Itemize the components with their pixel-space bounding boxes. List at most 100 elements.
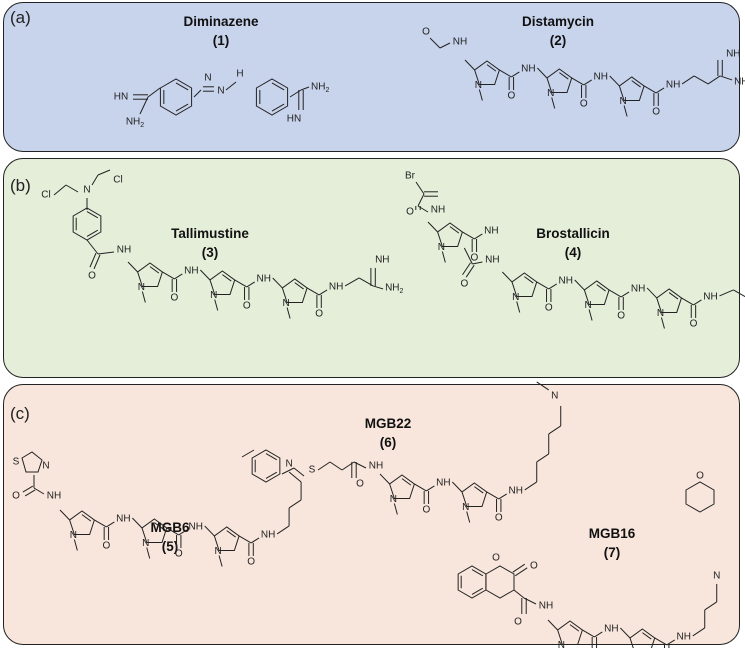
benzene-ring — [159, 78, 193, 116]
atom-label: HN — [287, 114, 301, 125]
compound-1-name: Diminazene — [183, 14, 259, 29]
bond — [524, 481, 538, 491]
bond — [719, 75, 733, 81]
bond — [471, 587, 484, 595]
atom-label: O — [422, 505, 430, 516]
bond — [306, 287, 320, 296]
atom-label: O — [652, 107, 660, 118]
atom-label: O — [12, 491, 20, 502]
bond — [294, 282, 304, 290]
bond — [193, 89, 202, 98]
bond — [106, 521, 115, 528]
bond — [643, 85, 657, 94]
bond — [559, 72, 569, 80]
atom-label: O — [247, 557, 255, 568]
bond — [465, 264, 475, 278]
bond — [547, 619, 558, 631]
pyrrole-ring — [618, 76, 645, 101]
benzene-ring — [255, 78, 289, 116]
bond — [329, 461, 343, 471]
atom-label: N — [210, 290, 217, 301]
bond — [250, 537, 260, 544]
bond — [372, 285, 384, 290]
bond — [582, 629, 595, 638]
bond — [569, 624, 580, 632]
atom-label: O — [530, 561, 538, 572]
bond — [218, 555, 223, 567]
bond — [91, 174, 99, 186]
bond — [86, 239, 99, 255]
compound-7-name: MGB16 — [588, 526, 636, 541]
bond — [353, 461, 367, 469]
bond — [537, 67, 548, 79]
bond — [225, 81, 237, 91]
bond — [288, 499, 302, 509]
bond — [293, 467, 305, 477]
bond — [523, 597, 537, 605]
pyrrole-ring — [474, 60, 500, 86]
atom-label: NH — [703, 292, 717, 303]
atom-label: NH — [666, 80, 680, 91]
bond — [214, 299, 219, 311]
bond — [89, 252, 97, 268]
bond — [246, 281, 255, 288]
atom-label: O — [102, 541, 110, 552]
atom-label: N — [285, 459, 292, 470]
compound-5-number: (5) — [161, 539, 179, 554]
bond — [499, 69, 512, 78]
compound-4-name: Brostallicin — [536, 226, 610, 241]
bond — [707, 75, 721, 85]
compound-2-name: Distamycin — [521, 14, 595, 29]
atom-label: NH — [117, 245, 131, 256]
bond — [693, 75, 709, 85]
bond — [24, 489, 36, 497]
atom-label: N — [142, 538, 149, 549]
bond — [178, 529, 187, 536]
atom-label: N — [475, 80, 482, 91]
bond — [162, 271, 175, 280]
pyrrole-ring — [69, 510, 95, 536]
bond — [175, 103, 189, 112]
bond — [73, 539, 78, 551]
atom-label: N — [282, 298, 289, 309]
bond — [86, 211, 99, 219]
bond — [588, 309, 593, 321]
bond — [93, 254, 101, 270]
bond — [149, 266, 160, 274]
compound-6-title: MGB22 (6) — [348, 414, 428, 452]
bond — [660, 317, 665, 329]
atom-label: O — [514, 617, 522, 628]
atom-label: NH2 — [126, 117, 144, 130]
bond — [596, 284, 606, 292]
atom-label: N — [558, 640, 565, 648]
bond — [474, 233, 483, 240]
atom-label: NH — [509, 486, 523, 497]
pyrrole-ring — [546, 68, 573, 93]
bond — [466, 511, 471, 523]
pyrrole-ring — [461, 482, 488, 507]
bond — [286, 307, 291, 319]
compound-6-name: MGB22 — [364, 416, 412, 431]
bond — [97, 169, 111, 176]
bond — [594, 631, 603, 638]
bond — [536, 453, 550, 463]
bond — [471, 569, 484, 577]
atom-label: NH — [726, 49, 740, 60]
atom-label: N — [438, 242, 445, 253]
pyrrole-ring — [141, 518, 168, 543]
pyrrole-ring — [656, 288, 683, 313]
atom-label: O — [243, 301, 251, 312]
bond — [132, 517, 143, 529]
bond — [536, 281, 549, 290]
compound-1-title: Diminazene (1) — [166, 12, 276, 50]
bond — [265, 453, 278, 461]
compound-3-number: (3) — [201, 245, 219, 260]
benzene-ring — [457, 565, 487, 599]
compound-7-number: (7) — [603, 545, 621, 560]
benzene-ring — [72, 207, 102, 241]
bond — [94, 519, 107, 528]
pyrrole-ring — [137, 262, 163, 288]
atom-label: N — [584, 300, 591, 311]
atom-label: Br — [405, 171, 416, 182]
